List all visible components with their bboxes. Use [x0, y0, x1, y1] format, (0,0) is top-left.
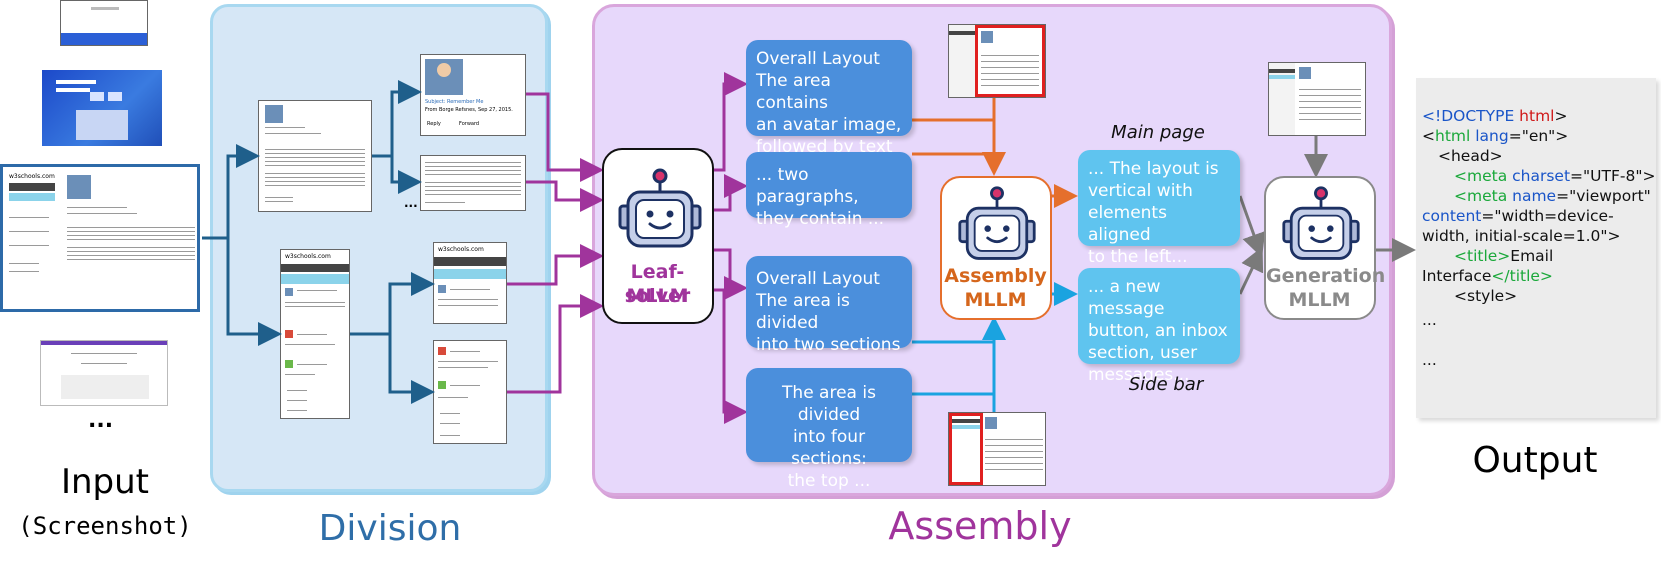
code-line-6: content="width=device- [1422, 207, 1614, 225]
division-ellipsis: ... [404, 196, 418, 210]
division-thumb-avatar: Subject: Remember Me From Borge Refsnes,… [420, 54, 526, 136]
input-thumb-1 [60, 0, 148, 46]
thumb-brand: w3schools.com [9, 173, 55, 180]
arrow-leaf-to-desc4 [714, 288, 748, 424]
code-line-11: ... [1422, 311, 1437, 329]
leaf-solver-box: Leaf-solver MLLM [602, 148, 714, 324]
assembly-thumb-main [948, 24, 1046, 98]
thumb-forward: Forward [459, 121, 480, 127]
arrow-paragraphs-to-leaf [526, 180, 604, 212]
side-bar-line-1: ... a new message [1088, 277, 1165, 319]
output-label: Output [1472, 440, 1598, 481]
generation-mllm-line1: Generation [1266, 265, 1386, 287]
arrow-side-to-generation [1238, 246, 1264, 295]
code-line-7: width, initial-scale=1.0"> [1422, 227, 1621, 245]
arrow-input-to-main [202, 144, 260, 240]
arrow-main-to-paragraphs [390, 156, 422, 194]
arrow-leaf-to-desc3 [714, 248, 748, 300]
leaf-solver-line1: Leaf-solver [624, 261, 691, 307]
description-2: ... two paragraphs, they contain ... [746, 152, 912, 229]
description-1-line-3: an avatar image, [756, 115, 902, 135]
arrow-sidebar-to-bottom [388, 334, 435, 404]
code-line-5: <meta name="viewport" [1454, 187, 1651, 205]
description-1-line-1: Overall Layout [756, 49, 880, 69]
thumb-top-brand: w3schools.com [438, 246, 484, 253]
generation-mllm-box: Generation MLLM [1264, 176, 1386, 320]
description-3-line-1: Overall Layout [756, 269, 880, 289]
robot-icon [958, 186, 1036, 260]
main-page-label: Main page [1111, 122, 1205, 143]
arrow-leaf-to-desc1 [714, 72, 748, 172]
division-thumb-paragraphs [420, 155, 526, 211]
description-3-line-3: into two sections .. [756, 335, 901, 377]
code-line-10: <style> [1454, 287, 1518, 305]
assembly-label: Assembly [888, 504, 1072, 548]
description-4-line-3: the top ... [787, 471, 871, 491]
code-line-4: <meta charset="UTF-8"> [1454, 167, 1656, 185]
assembly-mllm-box: Assembly MLLM [940, 176, 1052, 320]
code-line-8: <title>Email [1454, 247, 1554, 265]
main-page-line-4: to the left... [1088, 247, 1188, 267]
side-bar-line-4: messages... [1088, 365, 1190, 385]
description-3: Overall Layout The area is divided into … [746, 256, 912, 377]
thumb-reply: Reply [427, 121, 441, 127]
division-thumb-sidebar: w3schools.com [280, 249, 350, 419]
side-bar-line-2: button, an inbox [1088, 321, 1228, 341]
main-page-line-2: vertical with [1088, 181, 1193, 201]
input-label: Input [60, 462, 150, 502]
code-line-1: <!DOCTYPE html> [1422, 107, 1568, 125]
generation-mllm-line2: MLLM [1288, 289, 1351, 311]
description-4-line-1: The area is divided [782, 383, 876, 425]
assembly-mllm-line2: MLLM [964, 289, 1027, 311]
thumb-subject: Subject: Remember Me [425, 99, 484, 105]
main-page-line-3: elements aligned [1088, 203, 1167, 245]
description-2-line-2: they contain ... [756, 209, 885, 229]
generation-thumb [1268, 62, 1366, 136]
arrow-bottom-to-leaf [507, 294, 604, 394]
arrow-top-to-leaf [507, 244, 604, 286]
code-line-9: Interface</title> [1422, 267, 1553, 285]
arrow-desc4-to-assembly [912, 342, 996, 396]
input-thumb-4 [40, 340, 168, 406]
side-bar-line-3: section, user [1088, 343, 1198, 363]
code-line-3: <head> [1438, 147, 1503, 165]
division-label: Division [318, 508, 462, 549]
code-line-2: <html lang="en"> [1422, 127, 1569, 145]
division-thumb-sidebar-top: w3schools.com [433, 242, 507, 324]
arrow-input-to-sidebar [226, 238, 282, 346]
main-page-description: ... The layout is vertical with elements… [1078, 150, 1240, 267]
thumb-from-line: From Borge Refsnes, Sep 27, 2015. [425, 107, 513, 113]
description-4-line-2: into four sections: [791, 427, 867, 469]
input-thumb-email: w3schools.com [0, 164, 200, 312]
main-page-line-1: ... The layout is [1088, 159, 1219, 179]
description-4: The area is divided into four sections: … [746, 368, 912, 491]
arrow-leaf-to-desc2 [714, 174, 748, 212]
description-1-line-2: The area contains [756, 71, 831, 113]
code-line-12: ... [1422, 351, 1437, 369]
screenshot-label: (Screenshot) [18, 512, 192, 540]
assembly-thumb-side [948, 412, 1046, 486]
output-code-panel: <!DOCTYPE html> <html lang="en"> <head> … [1416, 78, 1656, 418]
thumb-sidebar-brand: w3schools.com [285, 253, 331, 260]
leaf-solver-line2: MLLM [626, 285, 689, 307]
arrow-main-to-avatar [372, 80, 422, 158]
assembly-mllm-line1: Assembly [944, 265, 1047, 287]
description-1: Overall Layout The area contains an avat… [746, 40, 912, 179]
description-2-line-1: ... two paragraphs, [756, 165, 859, 207]
side-bar-label: Side bar [1128, 374, 1204, 395]
division-thumb-main [258, 100, 372, 212]
arrow-avatar-to-leaf [526, 92, 604, 182]
arrow-desc3-to-assembly [912, 316, 1006, 344]
input-thumb-2 [42, 70, 162, 146]
robot-icon [618, 168, 702, 248]
description-3-line-2: The area is divided [756, 291, 850, 333]
input-ellipsis: ... [88, 408, 114, 433]
arrow-desc1-to-assembly [912, 118, 1006, 176]
robot-icon [1282, 186, 1360, 260]
arrow-sidebar-to-top [350, 272, 435, 336]
arrow-main-to-generation [1238, 195, 1266, 258]
side-bar-description: ... a new message button, an inbox secti… [1078, 268, 1240, 385]
